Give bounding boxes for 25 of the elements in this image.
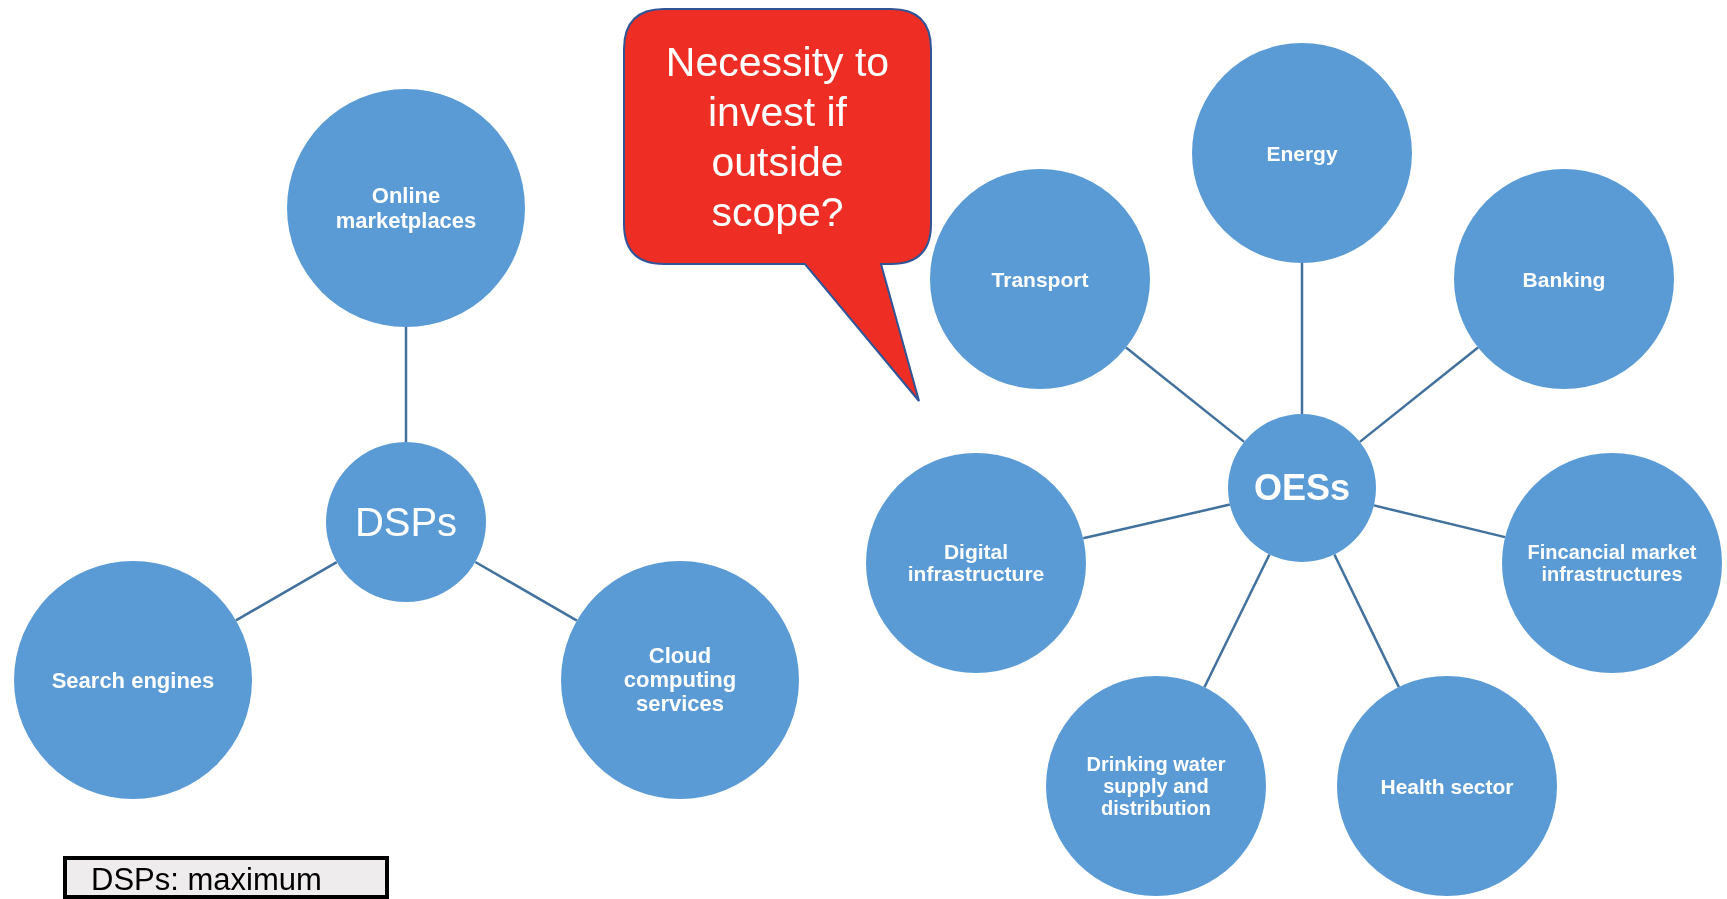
circle-label: DSPs [354,499,458,546]
circle-label: Transport [991,267,1089,291]
circle-label: Energy [1266,141,1338,165]
circle-label: Fincancial market infrastructures [1526,541,1698,585]
circle-label: Digital infrastructure [906,541,1046,585]
connector-line [1359,346,1479,443]
circle-label: Banking [1522,267,1606,291]
circle-label: Drinking water supply and distribution [1085,753,1227,819]
connector-line [1300,263,1304,414]
circle-label: Online marketplaces [334,183,478,233]
circle-label: Health sector [1380,774,1514,798]
note-box [63,856,389,899]
circle-label: Cloud computing services [622,644,738,716]
connector-line [235,561,338,622]
circle-label: Search engines [51,667,215,693]
connector-line [1082,503,1231,540]
note-text: DSPs: maximum [91,862,322,898]
connector-line [404,327,408,442]
connector-line [1333,554,1400,688]
connector-line [474,560,578,622]
connector-line [1203,553,1271,688]
circle-label: OESs [1253,466,1350,510]
connector-line [1125,346,1245,443]
connector-line [1373,504,1506,539]
callout-text: Necessity to invest if outside scope? [664,37,891,237]
